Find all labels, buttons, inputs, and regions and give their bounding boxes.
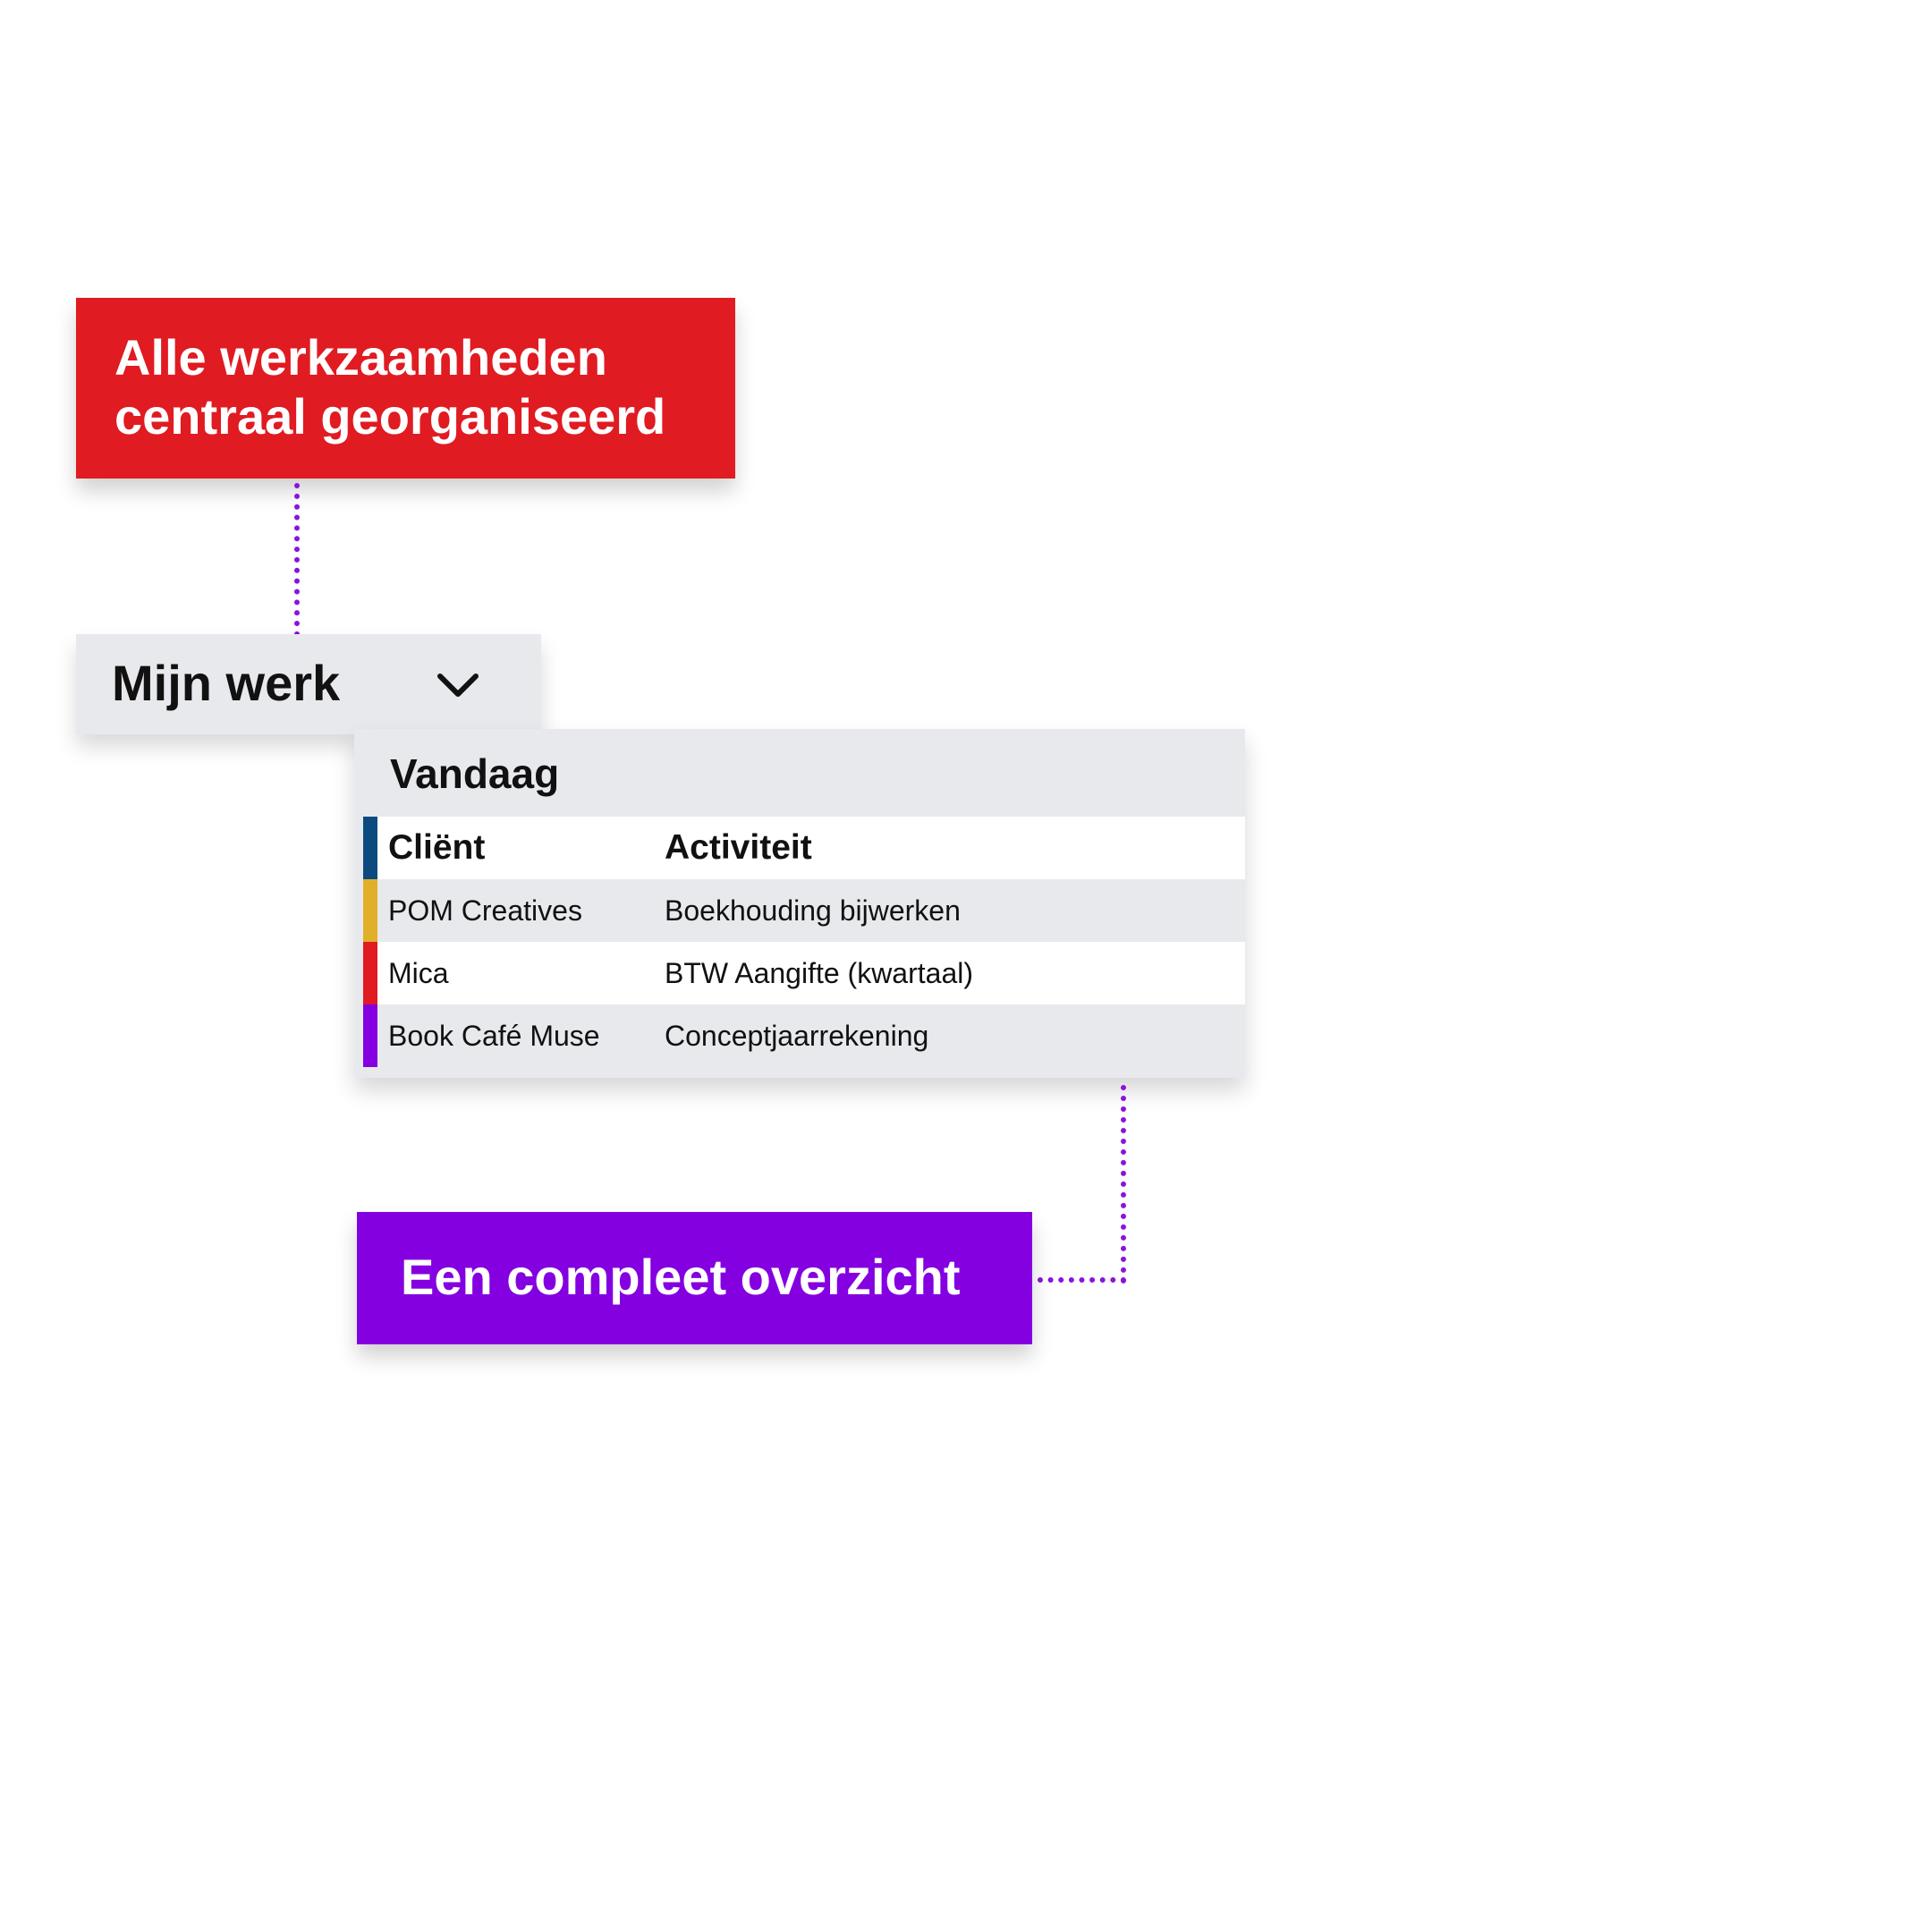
activity-cell: Conceptjaarrekening [665,1020,929,1052]
client-cell: Book Café Muse [388,1020,600,1052]
panel-title: Vandaag [390,750,560,797]
activity-cell: BTW Aangifte (kwartaal) [665,957,973,989]
tasks-table: Cliënt Activiteit POM Creatives Boekhoud… [363,817,1245,1067]
header-color-swatch [363,817,377,879]
client-color-swatch [363,1004,377,1067]
table-header-row: Cliënt Activiteit [363,817,1245,879]
activity-cell: Boekhouding bijwerken [665,894,961,927]
dotted-connector-top [294,483,300,637]
dotted-connector-bottom-horizontal [1038,1277,1126,1283]
table-row[interactable]: Mica BTW Aangifte (kwartaal) [363,942,1245,1004]
headline-callout: Alle werkzaamheden centraal georganiseer… [76,298,735,479]
client-color-swatch [363,942,377,1004]
overview-callout-text: Een compleet overzicht [401,1249,961,1305]
overview-callout: Een compleet overzicht [357,1212,1032,1344]
today-panel: Vandaag Cliënt Activiteit POM Creatives … [354,729,1245,1078]
headline-line-1: Alle werkzaamheden [114,329,607,386]
table-row[interactable]: Book Café Muse Conceptjaarrekening [363,1004,1245,1067]
column-header-client: Cliënt [388,828,486,867]
mijn-werk-dropdown[interactable]: Mijn werk [76,634,541,734]
dropdown-label: Mijn werk [112,655,341,711]
dotted-connector-bottom-vertical [1121,1085,1126,1284]
client-color-swatch [363,879,377,942]
client-cell: Mica [388,957,449,989]
client-cell: POM Creatives [388,894,582,927]
chevron-down-icon [437,674,479,697]
headline-line-2: centraal georganiseerd [114,388,666,445]
table-row[interactable]: POM Creatives Boekhouding bijwerken [363,879,1245,942]
column-header-activity: Activiteit [665,828,812,867]
